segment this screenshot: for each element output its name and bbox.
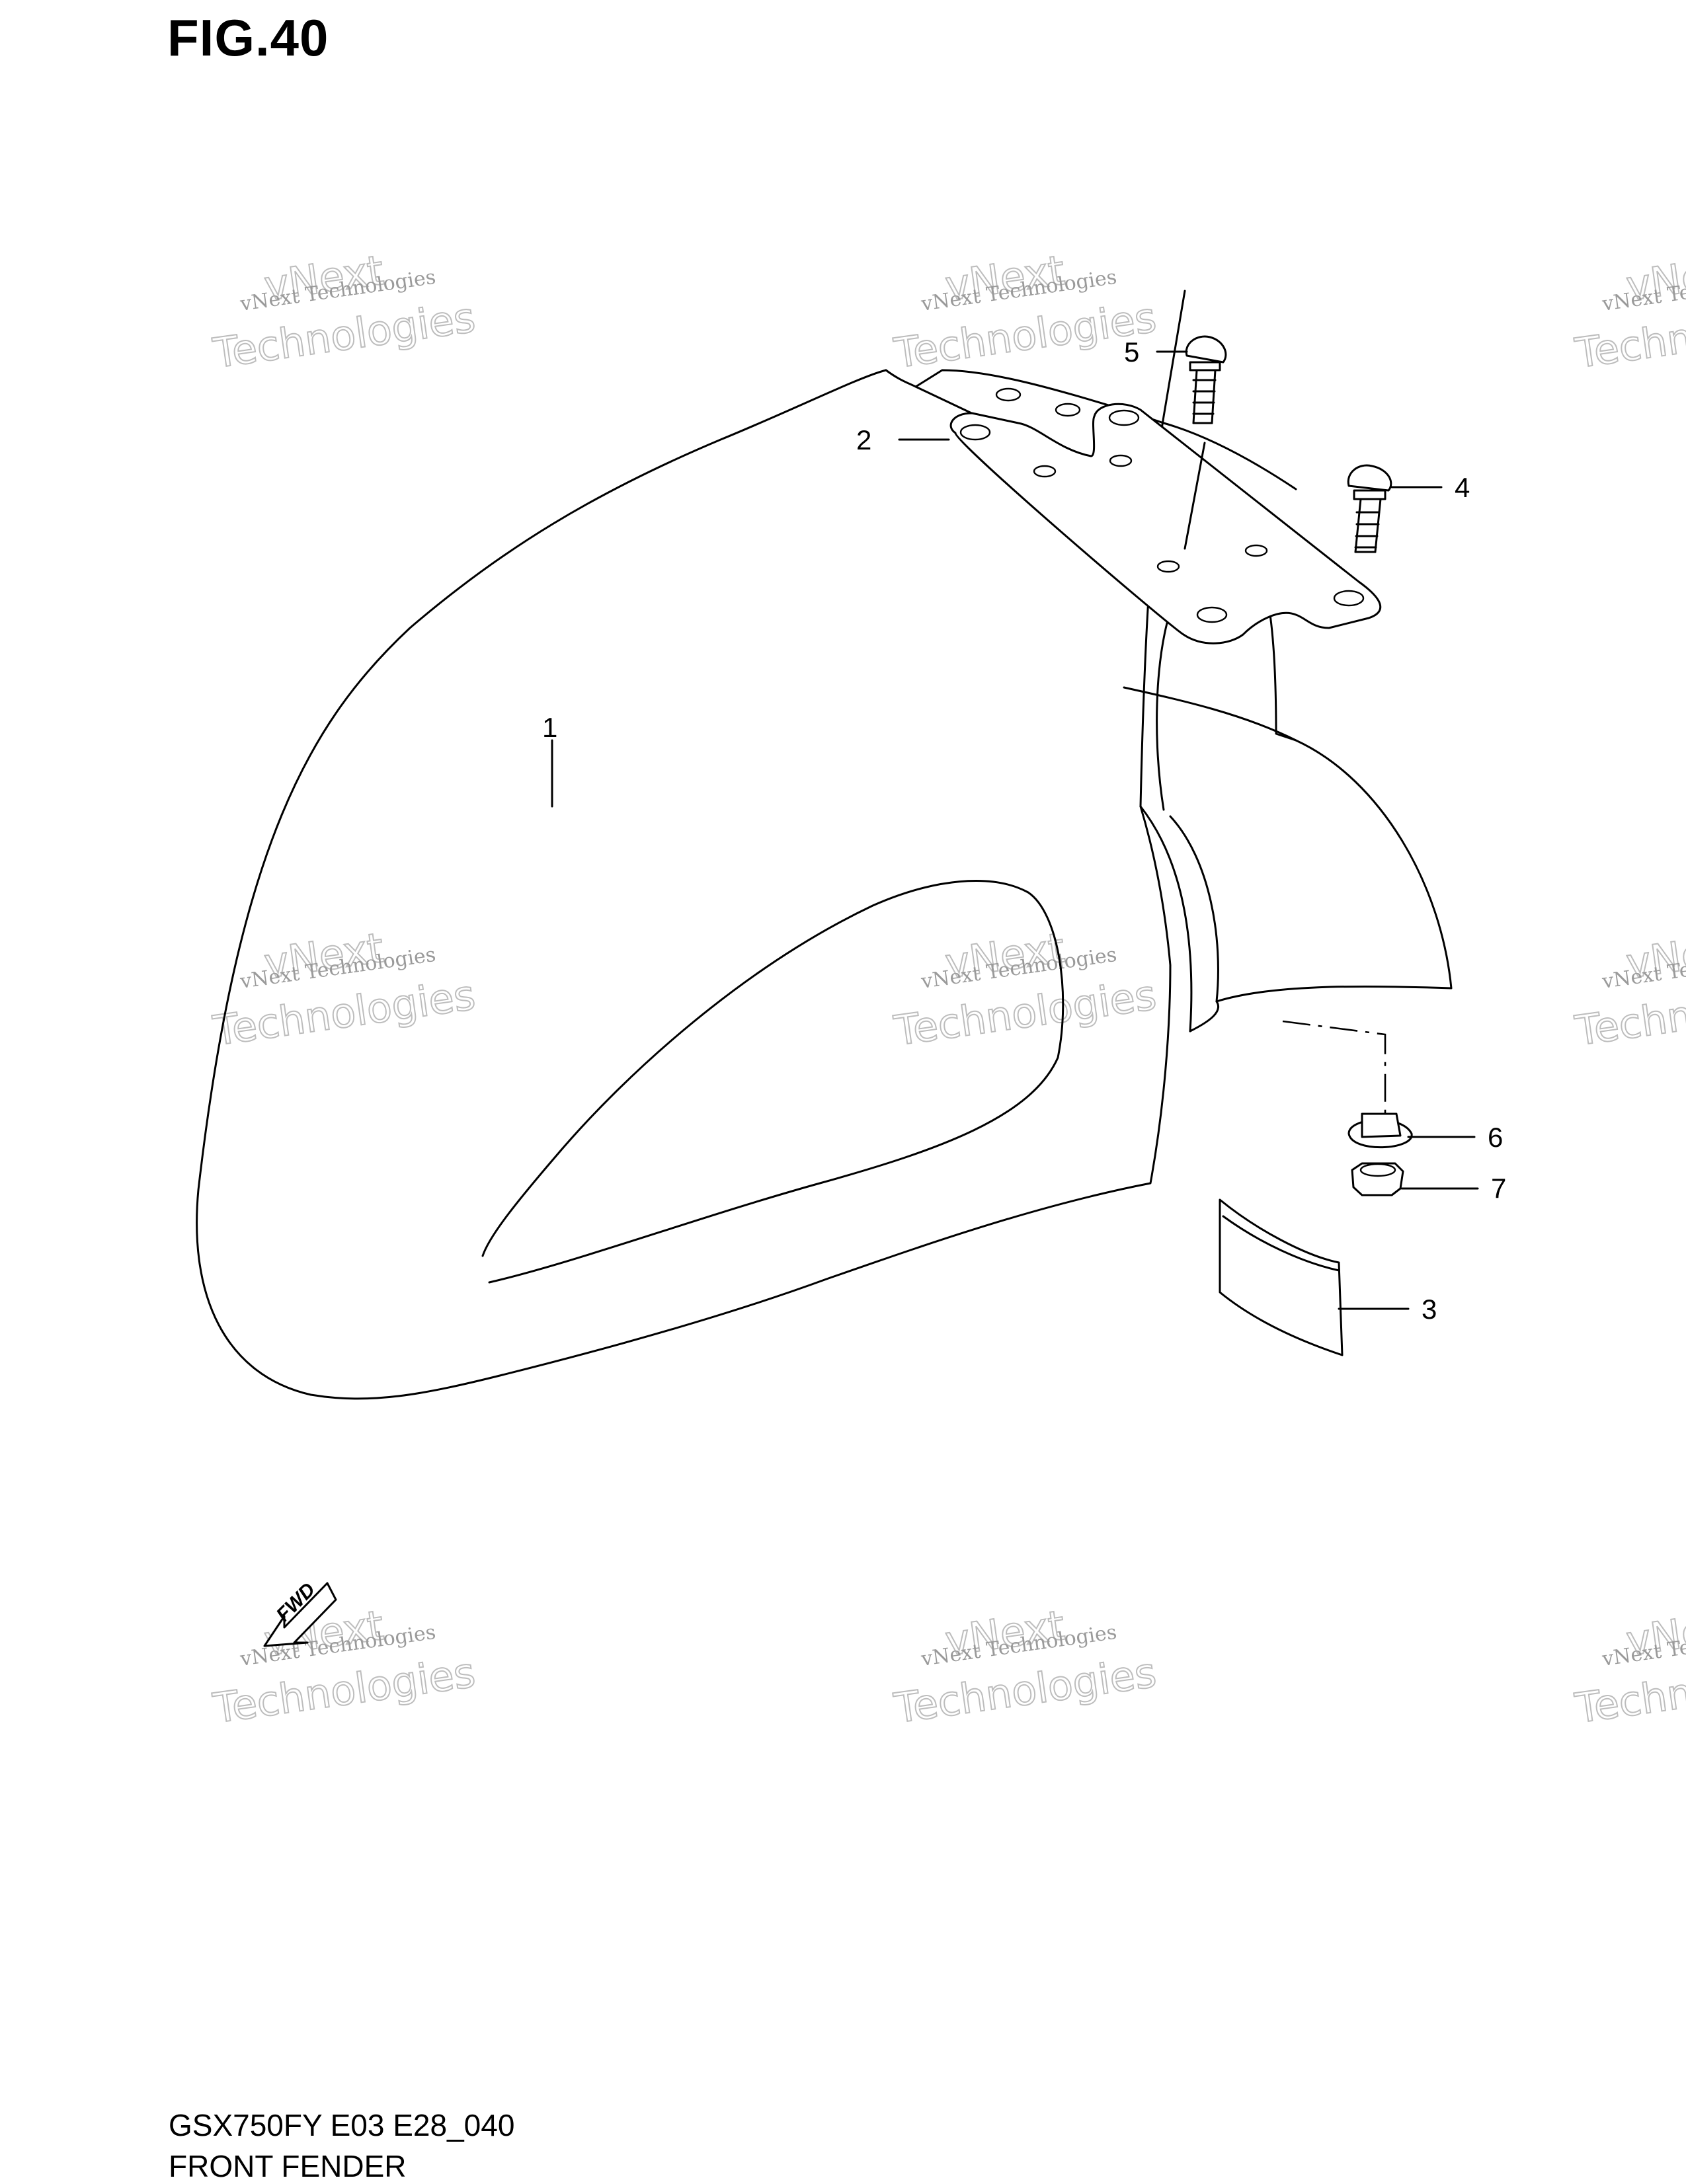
callout-5: 5 xyxy=(1124,336,1139,368)
diagram-code: GSX750FY E03 E28_040 xyxy=(169,2108,515,2142)
watermark: vNext vNext Technologies Technologies xyxy=(210,1600,479,1733)
watermark-grid: vNext vNext Technologies Technologies vN… xyxy=(210,245,1686,1733)
callout-7: 7 xyxy=(1491,1173,1506,1204)
forward-arrow-icon: FWD xyxy=(263,1579,337,1647)
assembly-centerline xyxy=(1282,1020,1386,1117)
part-4-bolt xyxy=(1347,464,1392,553)
part-6-nut xyxy=(1347,1112,1413,1149)
callout-4: 4 xyxy=(1455,472,1470,503)
watermark: vNext vNext Technologies Technologies xyxy=(210,245,479,378)
watermark: vNext vNext Technologies Technologies xyxy=(891,245,1160,378)
watermark: vNext vNext Technologies Technologies xyxy=(1572,245,1686,378)
part-7-nut xyxy=(1351,1162,1404,1196)
callout-6: 6 xyxy=(1488,1122,1503,1153)
watermark: vNext vNext Technologies Technologies xyxy=(891,923,1160,1056)
callout-3: 3 xyxy=(1422,1294,1437,1325)
part-3-cushion-pad xyxy=(1219,1198,1344,1356)
watermark: vNext vNext Technologies Technologies xyxy=(1572,1600,1686,1733)
figure-title: FIG.40 xyxy=(167,9,329,67)
watermark: vNext vNext Technologies Technologies xyxy=(1572,923,1686,1056)
callout-leaders xyxy=(551,350,1479,1310)
callout-numbers: 1 2 3 4 5 6 7 xyxy=(542,336,1506,1325)
callout-2: 2 xyxy=(856,424,871,455)
part-5-screw xyxy=(1184,335,1227,550)
diagram-name: FRONT FENDER xyxy=(169,2149,407,2183)
callout-1: 1 xyxy=(542,712,557,743)
watermark: vNext vNext Technologies Technologies xyxy=(891,1600,1160,1733)
part-2-bracket-plate xyxy=(949,403,1382,644)
